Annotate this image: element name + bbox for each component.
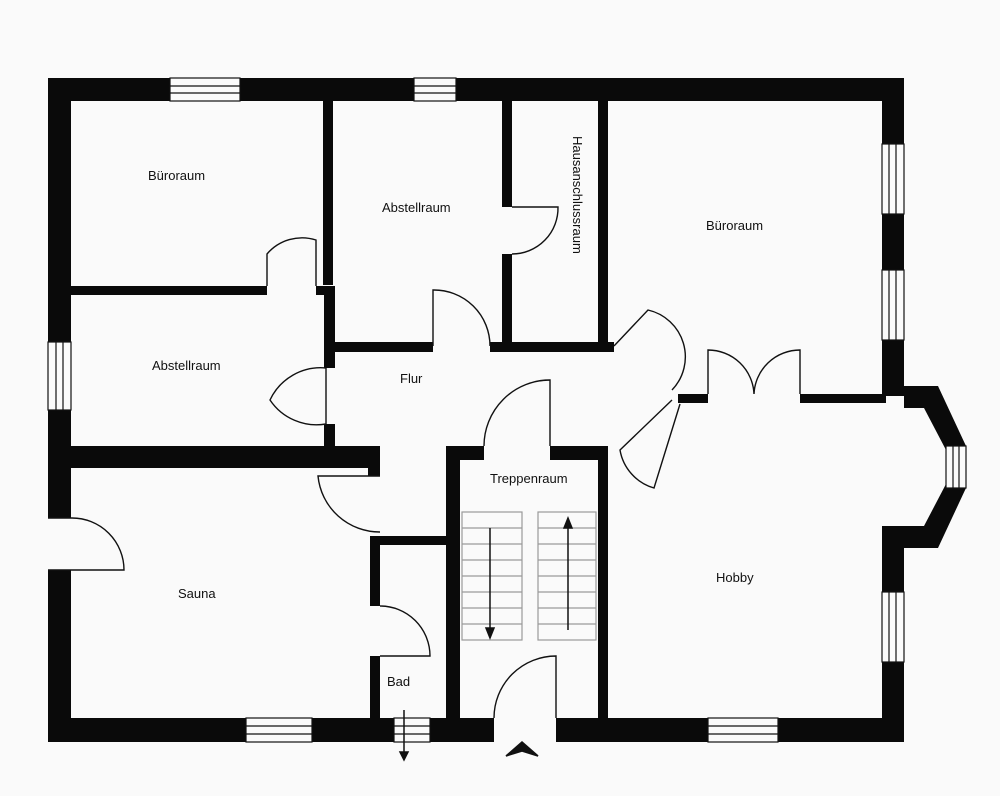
wall-bottom-4	[556, 718, 708, 742]
room-label-buero-links: Büroraum	[148, 168, 206, 183]
wall-buero-abstell-stub	[316, 286, 326, 295]
window-bottom-2	[707, 717, 779, 743]
wall-v-abstell	[324, 286, 335, 368]
door-bad	[379, 605, 431, 657]
stair-arrows	[398, 515, 574, 762]
wall-right-3	[882, 340, 904, 396]
room-label-hobby: Hobby	[716, 570, 754, 585]
entrance-arrow-icon	[505, 741, 539, 757]
bay-lower	[904, 484, 966, 548]
window-bottom-1	[245, 717, 313, 743]
wall-v-haus-buero	[598, 101, 608, 351]
door-sauna	[317, 475, 381, 533]
windows	[47, 77, 967, 743]
wall-bottom-3	[430, 718, 494, 742]
wall-bad-top	[370, 536, 446, 545]
door-abstell-links	[269, 367, 327, 426]
wall-bottom-2	[312, 718, 394, 742]
room-label-sauna: Sauna	[178, 586, 216, 601]
window-right-1	[881, 143, 905, 215]
wall-abstell-bottom	[333, 342, 433, 352]
wall-bottom-1	[48, 718, 246, 742]
room-label-flur: Flur	[400, 371, 423, 386]
door-buero-links	[266, 237, 317, 286]
wall-sauna-top-stub	[368, 446, 380, 476]
door-hausanschluss	[511, 206, 559, 255]
window-right-2	[881, 269, 905, 341]
door-hobby-double	[707, 349, 801, 395]
window-left	[47, 341, 72, 411]
room-label-bad: Bad	[387, 674, 411, 689]
wall-right-4	[882, 526, 904, 592]
room-label-abstell-oben: Abstellraum	[382, 200, 451, 215]
wall-top-left	[48, 78, 170, 101]
wall-buero-hobby	[678, 394, 708, 403]
door-double-right	[613, 309, 686, 489]
room-label-buero-rechts: Büroraum	[706, 218, 764, 233]
window-bad	[393, 717, 431, 743]
stairs	[461, 511, 597, 641]
door-stair-top	[483, 379, 551, 447]
wall-right-5	[882, 662, 904, 742]
window-right-3	[881, 591, 905, 663]
door-aussen-sauna	[48, 517, 125, 571]
window-bay	[945, 445, 967, 489]
wall-bad-left-low	[370, 656, 380, 718]
wall-left-bottom	[48, 570, 71, 742]
door-entrance	[493, 655, 557, 719]
room-label-abstell-links: Abstellraum	[152, 358, 221, 373]
wall-stair-left	[446, 446, 460, 718]
wall-stair-right	[598, 446, 608, 718]
inner-walls	[71, 101, 886, 718]
wall-left-top	[48, 78, 71, 342]
room-label-treppenraum: Treppenraum	[490, 471, 568, 486]
doors	[48, 206, 801, 719]
wall-right-2	[882, 214, 904, 270]
outer-walls	[48, 78, 966, 742]
window-top-2	[413, 77, 457, 102]
wall-top-mid2	[456, 78, 904, 101]
wall-buero-hobby-2	[800, 394, 886, 403]
room-label-hausanschluss: Hausanschlussraum	[570, 136, 585, 254]
wall-v-buero	[323, 101, 333, 285]
wall-v-abstell-low	[324, 424, 335, 446]
bay-upper	[904, 386, 966, 450]
wall-right-1	[882, 78, 904, 144]
wall-buero-abstell	[71, 286, 267, 295]
wall-v-abstell-haus-low	[502, 254, 512, 346]
wall-bad-left	[370, 536, 380, 606]
wall-left-mid	[48, 410, 71, 518]
wall-stair-top-r	[550, 446, 608, 460]
window-top-1	[169, 77, 241, 102]
wall-v-abstell-haus	[502, 101, 512, 207]
wall-top-mid1	[240, 78, 414, 101]
wall-flur-top	[490, 342, 614, 352]
wall-stair-top-l	[446, 446, 484, 460]
door-abstell-oben	[432, 289, 491, 347]
wall-sauna-top	[71, 446, 379, 468]
